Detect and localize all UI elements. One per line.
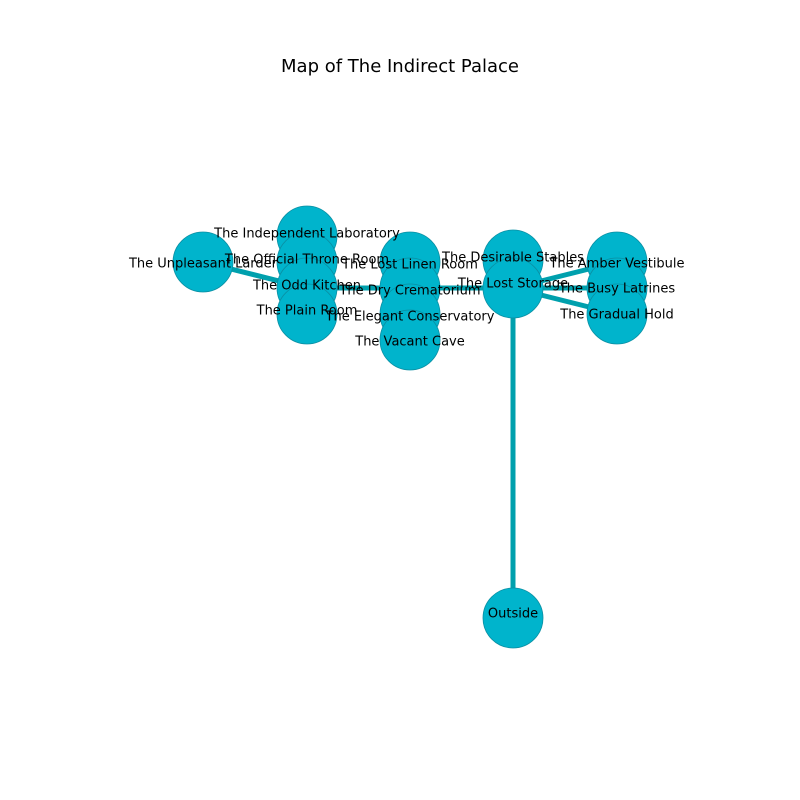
room-label-odd-kitchen: The Odd Kitchen: [252, 279, 361, 294]
room-node-vacant-cave[interactable]: [379, 309, 441, 371]
room-node-outside[interactable]: [482, 587, 544, 649]
room-label-plain-room: The Plain Room: [256, 304, 358, 319]
room-label-dry-crematorium: The Dry Crematorium: [338, 284, 480, 299]
nodes-layer: [172, 205, 648, 649]
room-label-elegant-conservatory: The Elegant Conservatory: [325, 310, 495, 325]
room-label-vacant-cave: The Vacant Cave: [354, 335, 464, 350]
room-label-desirable-stables: The Desirable Stables: [441, 251, 584, 266]
room-node-unpleasant-larder[interactable]: [172, 231, 234, 293]
room-label-busy-latrines: The Busy Latrines: [558, 282, 676, 297]
room-label-lost-storage: The Lost Storage: [457, 277, 568, 292]
room-label-gradual-hold: The Gradual Hold: [559, 308, 674, 323]
room-label-independent-laboratory: The Independent Laboratory: [213, 227, 400, 242]
room-label-official-throne-room: The Official Throne Room: [224, 253, 389, 268]
labels-layer: The Unpleasant Larder The Independent Lab…: [128, 227, 685, 622]
room-node-lost-storage[interactable]: [482, 257, 544, 319]
room-node-gradual-hold[interactable]: [586, 283, 648, 345]
room-node-plain-room[interactable]: [276, 283, 338, 345]
room-label-unpleasant-larder: The Unpleasant Larder: [128, 257, 278, 272]
page-title: Map of The Indirect Palace: [281, 56, 519, 77]
room-label-outside: Outside: [488, 607, 538, 622]
room-label-amber-vestibule: The Amber Vestibule: [548, 257, 684, 272]
room-label-lost-linen-room: The Lost Linen Room: [341, 258, 478, 273]
